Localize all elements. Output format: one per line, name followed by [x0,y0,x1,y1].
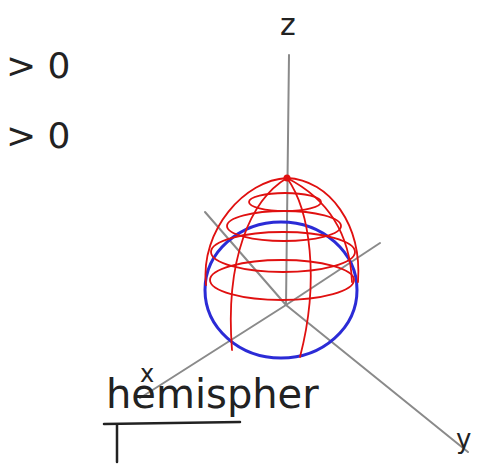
base-circle [205,222,357,358]
latitude-circle [210,260,354,300]
pole-dot [284,175,291,182]
axis-label: y [456,426,471,452]
latitude-circle [227,211,341,241]
condition-text: > 0 [6,118,71,154]
hemisphere-label: hemispher [106,374,319,414]
axis-label: z [280,10,296,40]
underline [104,422,240,424]
negative-y-axis [286,243,380,305]
latitude-circle [249,193,321,211]
underline-stem [116,425,119,462]
negative-x-axis [205,212,286,305]
meridian [287,178,311,357]
dome-outline [205,178,358,285]
condition-text: > 0 [6,48,71,84]
